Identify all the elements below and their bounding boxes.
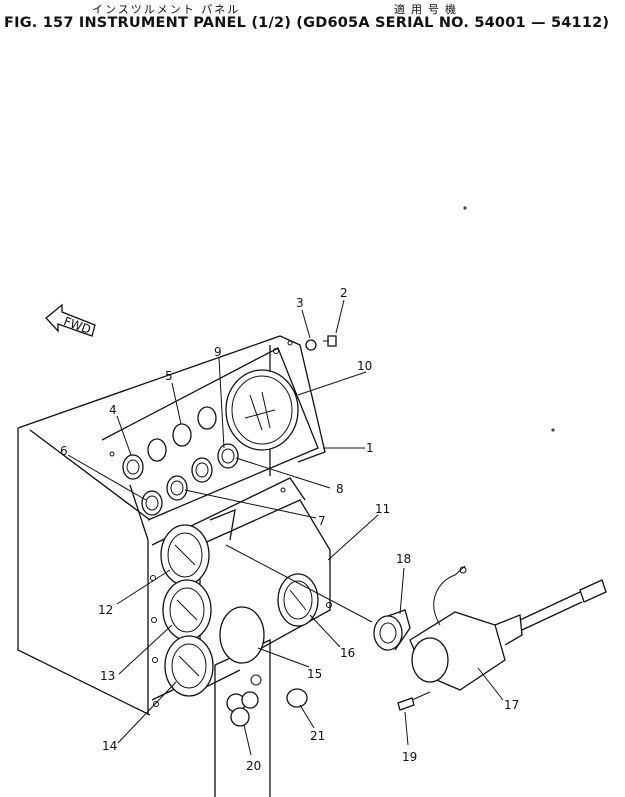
rotary-switch-17 <box>409 565 607 691</box>
callout-15: 15 <box>307 667 322 681</box>
switch-20 <box>226 674 262 727</box>
callout-2: 2 <box>340 286 348 300</box>
callout-6: 6 <box>60 444 68 458</box>
callout-9: 9 <box>214 345 222 359</box>
blank-cover-15 <box>219 606 265 664</box>
callout-14: 14 <box>102 739 117 753</box>
callout-8: 8 <box>336 482 344 496</box>
callout-16: 16 <box>340 646 355 660</box>
large-gauge-10 <box>225 369 299 451</box>
callout-5: 5 <box>165 369 173 383</box>
callout-numbers: 1 2 3 4 5 6 7 8 9 10 11 12 13 14 15 16 1… <box>60 286 519 773</box>
plug-21 <box>286 688 308 708</box>
gauge-13 <box>162 579 212 641</box>
callout-21: 21 <box>310 729 325 743</box>
gauge-housing <box>199 499 331 797</box>
callout-20: 20 <box>246 759 261 773</box>
callout-11: 11 <box>375 502 390 516</box>
japanese-title: インスツルメント パネル <box>92 3 241 16</box>
bolt-19 <box>397 691 431 711</box>
gauge-14 <box>164 635 214 697</box>
callout-17: 17 <box>504 698 519 712</box>
callout-13: 13 <box>100 669 115 683</box>
gauge-12 <box>160 524 210 586</box>
indicator-lamps <box>122 406 239 516</box>
callout-1: 1 <box>366 441 374 455</box>
callout-7: 7 <box>318 514 326 528</box>
leader-lines <box>67 299 504 756</box>
figure-title: FIG. 157 INSTRUMENT PANEL (1/2) (GD605A … <box>4 15 610 31</box>
callout-18: 18 <box>396 552 411 566</box>
japanese-applicability-label: 適用号機 <box>394 3 462 16</box>
callout-12: 12 <box>98 603 113 617</box>
callout-4: 4 <box>109 403 117 417</box>
callout-3: 3 <box>296 296 304 310</box>
callout-19: 19 <box>402 750 417 764</box>
callout-10: 10 <box>357 359 372 373</box>
fwd-arrow-icon: FWD <box>45 303 96 337</box>
ring-18 <box>373 609 411 651</box>
bolt-2 <box>323 335 337 347</box>
gauge-16 <box>277 573 319 627</box>
instrument-panel-plate <box>17 335 326 716</box>
fwd-label: FWD <box>62 314 93 337</box>
washer-3 <box>305 339 317 351</box>
